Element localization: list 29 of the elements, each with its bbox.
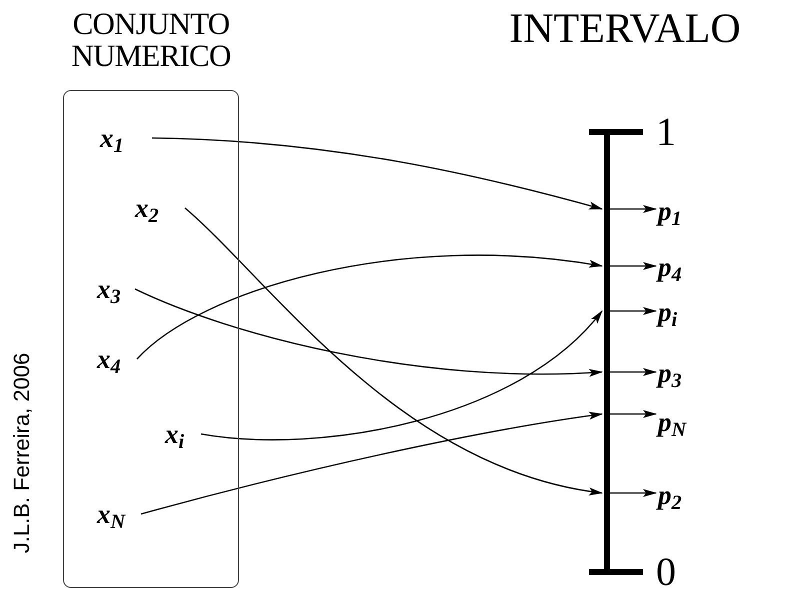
arrow: [610, 368, 657, 376]
arrow: [136, 254, 603, 360]
variable-label: x$_{3}$: [97, 268, 135, 310]
variable-label: p$_{2}$: [658, 474, 706, 516]
variable-label: p$_{N}$: [658, 396, 706, 448]
author-credit: J.L.B. Ferreira, 2006: [9, 352, 35, 556]
arrow: [134, 288, 603, 377]
variable-label: x$_{1}$: [100, 118, 152, 158]
arrow: [184, 208, 603, 495]
variable-label: x$_{N}$: [97, 493, 141, 535]
arrow: [610, 410, 657, 418]
arrow: [610, 205, 657, 213]
variable-label: x$_{4}$: [97, 338, 137, 380]
arrow: [140, 412, 603, 515]
variable-label: p$_{3}$: [658, 352, 706, 394]
arrow: [610, 262, 657, 270]
scale-value: 0: [656, 552, 676, 592]
variable-label: x$_{2}$: [135, 188, 185, 228]
group-heading: CONJUNTO NUMERICO: [70, 8, 232, 72]
variable-label: p$_{4}$: [658, 246, 706, 288]
arrow: [610, 489, 657, 497]
interval-heading: INTERVALO: [508, 8, 742, 50]
arrow: [610, 307, 657, 315]
variable-label: x$_{i}$: [165, 413, 201, 455]
arrow: [200, 310, 603, 440]
arrow: [152, 137, 603, 210]
variable-label: p$_{1}$: [658, 190, 706, 232]
variable-label: p$_{i}$: [658, 291, 706, 333]
scale-value: 1: [656, 112, 676, 152]
